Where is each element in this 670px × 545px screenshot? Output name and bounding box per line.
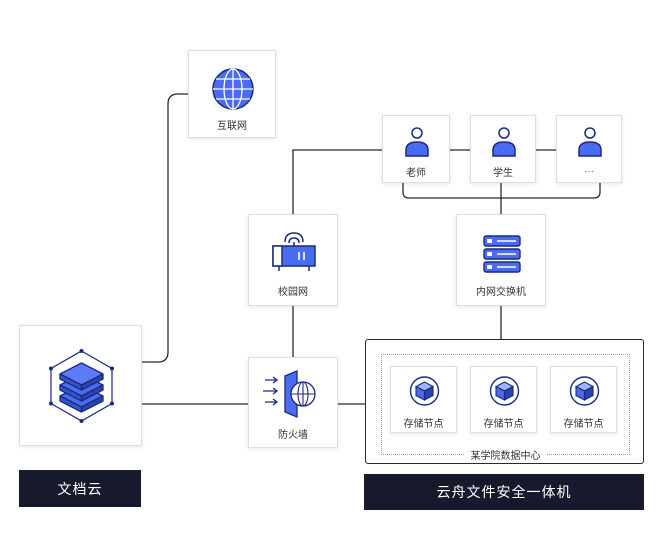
user-label-teacher: 老师 — [406, 168, 426, 179]
storage-node-label: 存储节点 — [563, 419, 604, 430]
campus-network-label: 校园网 — [278, 287, 308, 298]
appliance-frame: 某学院数据中心 存储节点 存储节点 — [365, 339, 644, 464]
appliance-title-bar: 云舟文件安全一体机 — [364, 474, 644, 510]
user-label-student: 学生 — [493, 168, 513, 179]
user-node-student: 学生 — [470, 115, 536, 183]
line-campus-users — [292, 149, 382, 214]
user-icon — [405, 127, 429, 157]
storage-node-label: 存储节点 — [483, 419, 524, 430]
router-icon — [272, 232, 316, 271]
datacenter-label: 某学院数据中心 — [464, 451, 547, 462]
firewall-node: 防火墙 — [248, 357, 338, 448]
intranet-switch-node: 内网交换机 — [456, 214, 546, 306]
globe-icon — [212, 68, 254, 110]
doc-cloud-title-bar: 文档云 — [19, 470, 141, 507]
user-icon — [578, 127, 602, 157]
user-icon — [492, 127, 516, 157]
cube-icon — [409, 376, 440, 406]
internet-node: 互联网 — [188, 50, 276, 138]
firewall-label: 防火墙 — [278, 430, 308, 441]
storage-node-3: 存储节点 — [550, 366, 617, 433]
server-stack-icon — [483, 235, 521, 273]
user-label-other: … — [584, 164, 594, 175]
storage-node-label: 存储节点 — [403, 419, 444, 430]
line-doccloud-internet — [142, 93, 188, 363]
storage-node-2: 存储节点 — [470, 366, 537, 433]
intranet-switch-label: 内网交换机 — [476, 287, 526, 298]
user-node-teacher: 老师 — [382, 115, 450, 183]
storage-node-1: 存储节点 — [390, 366, 457, 433]
cube-icon — [489, 376, 520, 406]
datacenter-boundary: 某学院数据中心 — [381, 354, 630, 462]
firewall-icon — [263, 370, 316, 418]
stack-hexagon-icon — [49, 349, 114, 423]
campus-network-node: 校园网 — [248, 214, 338, 306]
user-node-other: … — [556, 115, 622, 183]
doc-cloud-node — [19, 325, 142, 446]
cube-icon — [569, 376, 600, 406]
internet-label: 互联网 — [217, 121, 247, 132]
